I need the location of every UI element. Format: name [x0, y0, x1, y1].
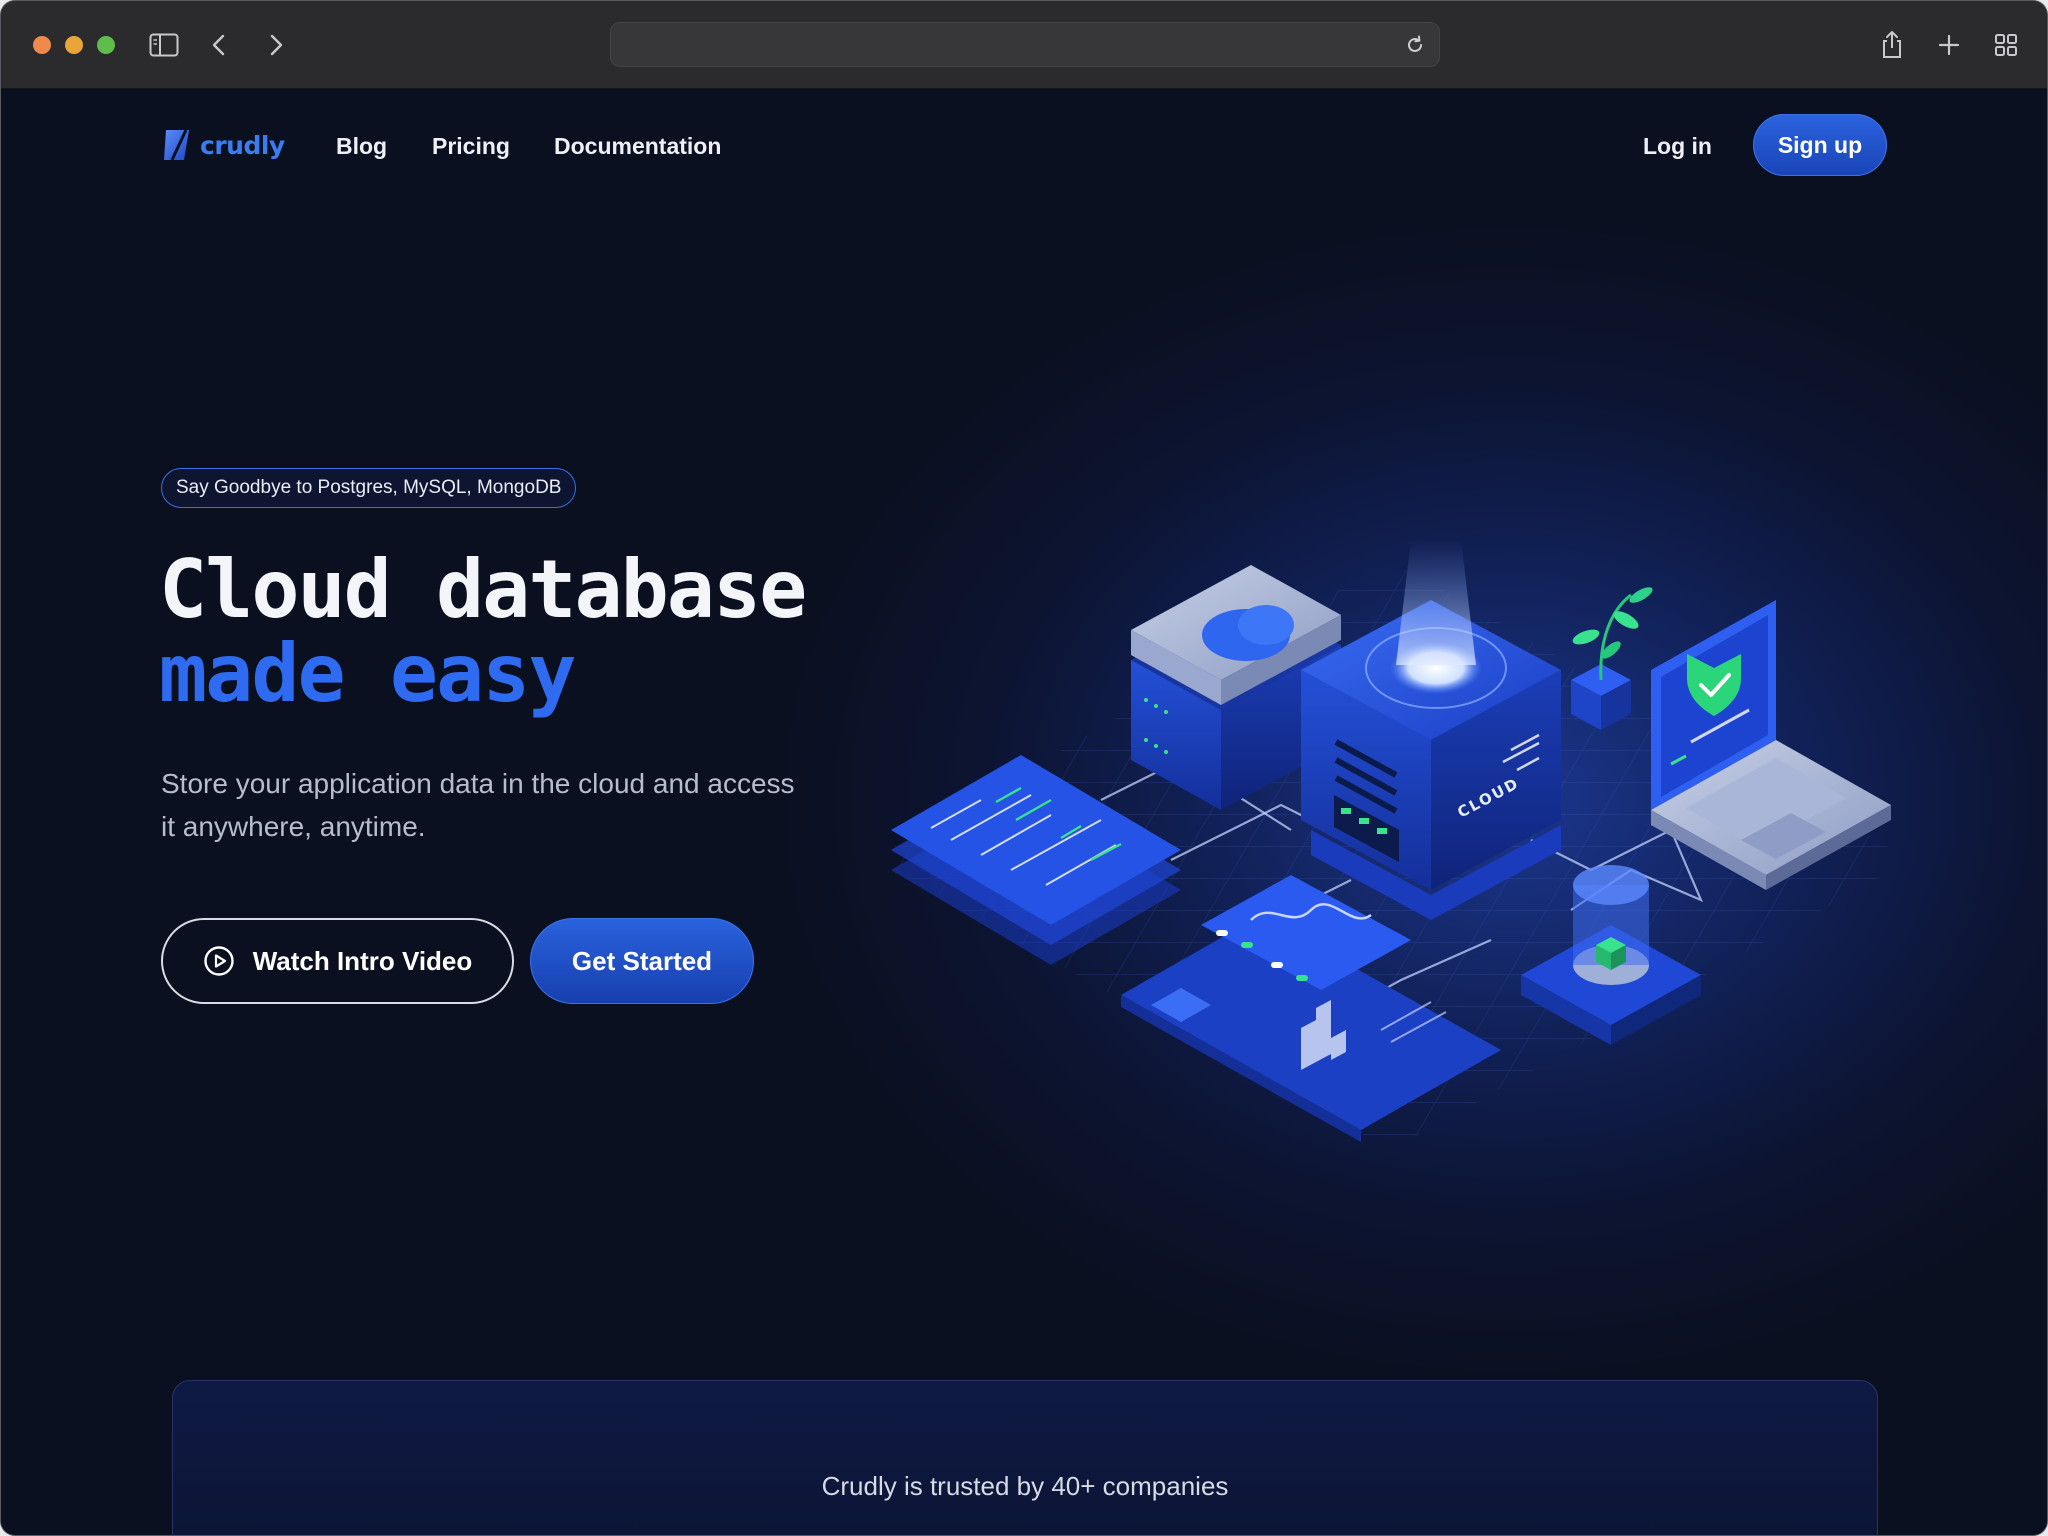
nav-link-pricing[interactable]: Pricing — [432, 133, 510, 159]
browser-toolbar — [1, 1, 2047, 89]
minimize-window-button[interactable] — [65, 36, 83, 54]
hero-title-line1: Cloud database — [159, 543, 807, 636]
hero-badge: Say Goodbye to Postgres, MySQL, MongoDB — [161, 468, 577, 508]
zoom-window-button[interactable] — [97, 36, 115, 54]
share-icon[interactable] — [1877, 27, 1907, 63]
nav-link-blog[interactable]: Blog — [336, 133, 388, 159]
nav-link-documentation[interactable]: Documentation — [554, 133, 722, 159]
hero-title-line2: made easy — [159, 627, 576, 720]
close-window-button[interactable] — [33, 36, 51, 54]
play-circle-icon — [204, 946, 234, 976]
signup-button[interactable]: Sign up — [1753, 114, 1887, 176]
logo-text: crudly — [200, 130, 285, 160]
sidebar-icon[interactable] — [147, 27, 181, 63]
trusted-by-section: Crudly is trusted by 40+ companies — [172, 1380, 1878, 1535]
cloud-infrastructure-illustration: CLOUD — [871, 540, 1911, 1150]
chevron-left-icon[interactable] — [205, 27, 233, 63]
address-bar[interactable] — [610, 22, 1440, 67]
login-link[interactable]: Log in — [1643, 133, 1712, 159]
logo[interactable]: crudly — [162, 127, 285, 163]
hero-subtitle: Store your application data in the cloud… — [161, 768, 795, 842]
watch-video-label: Watch Intro Video — [252, 945, 473, 976]
get-started-button[interactable]: Get Started — [530, 918, 754, 1004]
chevron-right-icon[interactable] — [262, 27, 290, 63]
trusted-by-text: Crudly is trusted by 40+ companies — [821, 1471, 1229, 1501]
landing-page: crudly Blog Pricing Documentation Log in… — [1, 90, 2047, 1535]
watch-video-button[interactable]: Watch Intro Video — [161, 918, 514, 1004]
grid-icon[interactable] — [1991, 27, 2021, 63]
logo-mark-icon — [164, 129, 189, 161]
plus-icon[interactable] — [1934, 27, 1964, 63]
reload-icon[interactable] — [1403, 33, 1427, 57]
